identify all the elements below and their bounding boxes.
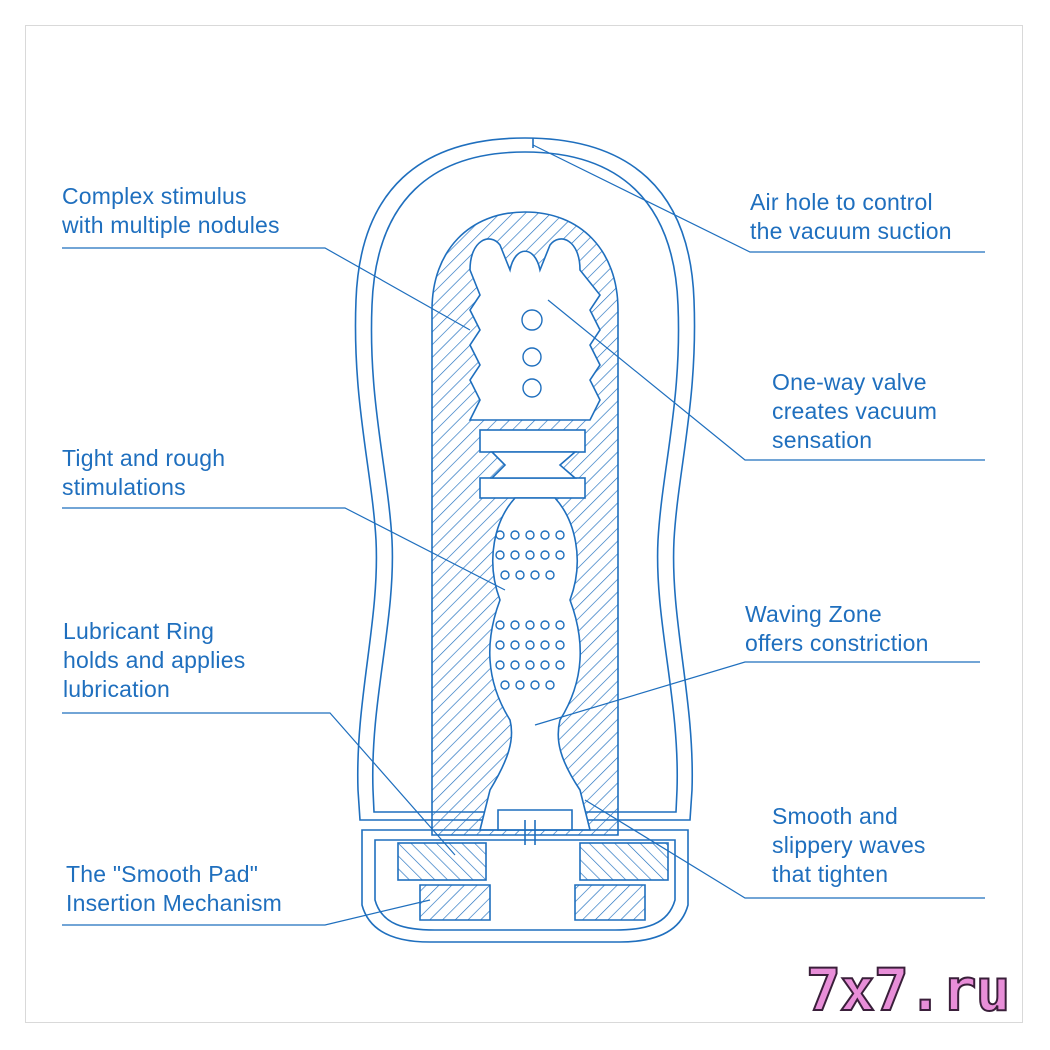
label-smooth-pad: The "Smooth Pad"Insertion Mechanism — [66, 861, 282, 916]
leader-complex-stimulus — [62, 247, 471, 331]
base-ring-right — [574, 884, 646, 921]
leader-air-hole — [532, 144, 985, 253]
leader-smooth-waves — [584, 799, 985, 899]
leader-lubricant-ring — [62, 712, 456, 856]
leader-waving-zone — [534, 661, 980, 726]
base-cap — [361, 829, 689, 943]
leader-tight-rough — [62, 507, 506, 591]
smooth-pad-left — [397, 842, 487, 881]
valve-neck — [490, 451, 578, 479]
valve-band-1 — [479, 429, 586, 453]
leader-smooth-pad — [62, 899, 431, 926]
leader-lines — [62, 144, 985, 926]
valve-band-2 — [479, 477, 586, 499]
nodules — [495, 309, 565, 690]
base-cap-inner — [374, 839, 676, 931]
diagram-frame — [25, 25, 1023, 1023]
base-ring — [419, 884, 491, 921]
smooth-pad-right — [579, 842, 669, 881]
leader-one-way-valve — [547, 299, 985, 461]
watermark: 7x7.ru — [805, 956, 1012, 1024]
